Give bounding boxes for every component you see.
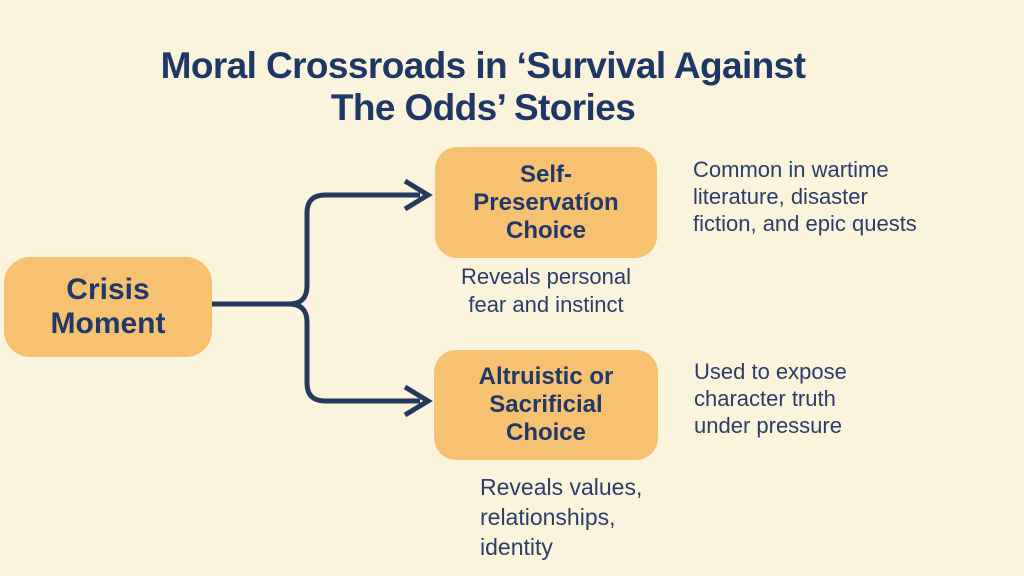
caption-altruistic-line3: identity	[480, 534, 553, 560]
caption-self-preservation-line2: fear and instinct	[468, 292, 624, 317]
page-title: Moral Crossroads in ‘Survival Against Th…	[0, 45, 966, 129]
note-altruistic: Used to expose character truth under pre…	[694, 358, 847, 439]
caption-self-preservation-line1: Reveals personal	[461, 264, 631, 289]
caption-altruistic-line1: Reveals values,	[480, 474, 643, 500]
connector-branch-top	[288, 192, 420, 307]
node-crisis-line1: Crisis	[66, 273, 150, 306]
caption-altruistic-line2: relationships,	[480, 504, 616, 530]
node-self-preservation-line1: Self-	[519, 160, 572, 188]
arrowhead-top-icon	[403, 178, 433, 212]
page-title-line1: Moral Crossroads in ‘Survival Against	[160, 44, 806, 86]
note-self-preservation-line3: fiction, and epic quests	[693, 211, 917, 236]
node-crisis-moment: Crisis Moment	[4, 257, 212, 357]
node-crisis-line2: Moment	[50, 307, 166, 340]
note-altruistic-line2: character truth	[694, 386, 836, 411]
arrowhead-bottom-icon	[403, 384, 433, 418]
node-self-preservation-line3: Choice	[505, 216, 586, 244]
node-altruistic-line3: Choice	[505, 419, 586, 446]
note-altruistic-line3: under pressure	[694, 413, 842, 438]
connector-branch-bottom	[288, 301, 420, 404]
caption-self-preservation: Reveals personal fear and instinct	[425, 263, 667, 319]
caption-altruistic: Reveals values, relationships, identity	[480, 472, 642, 562]
page-title-line2: The Odds’ Stories	[330, 86, 636, 128]
note-self-preservation-line2: literature, disaster	[693, 184, 868, 209]
node-altruistic-line1: Altruistic or	[478, 363, 614, 390]
node-self-preservation-line2: Preservatíon	[473, 188, 619, 216]
node-altruistic-sacrificial-choice: Altruistic or Sacrificial Choice	[434, 350, 658, 460]
node-altruistic-line2: Sacrificial	[489, 391, 603, 418]
note-self-preservation: Common in wartime literature, disaster f…	[693, 156, 917, 237]
note-altruistic-line1: Used to expose	[694, 359, 847, 384]
node-self-preservation-choice: Self- Preservatíon Choice	[435, 147, 657, 258]
note-self-preservation-line1: Common in wartime	[693, 157, 889, 182]
